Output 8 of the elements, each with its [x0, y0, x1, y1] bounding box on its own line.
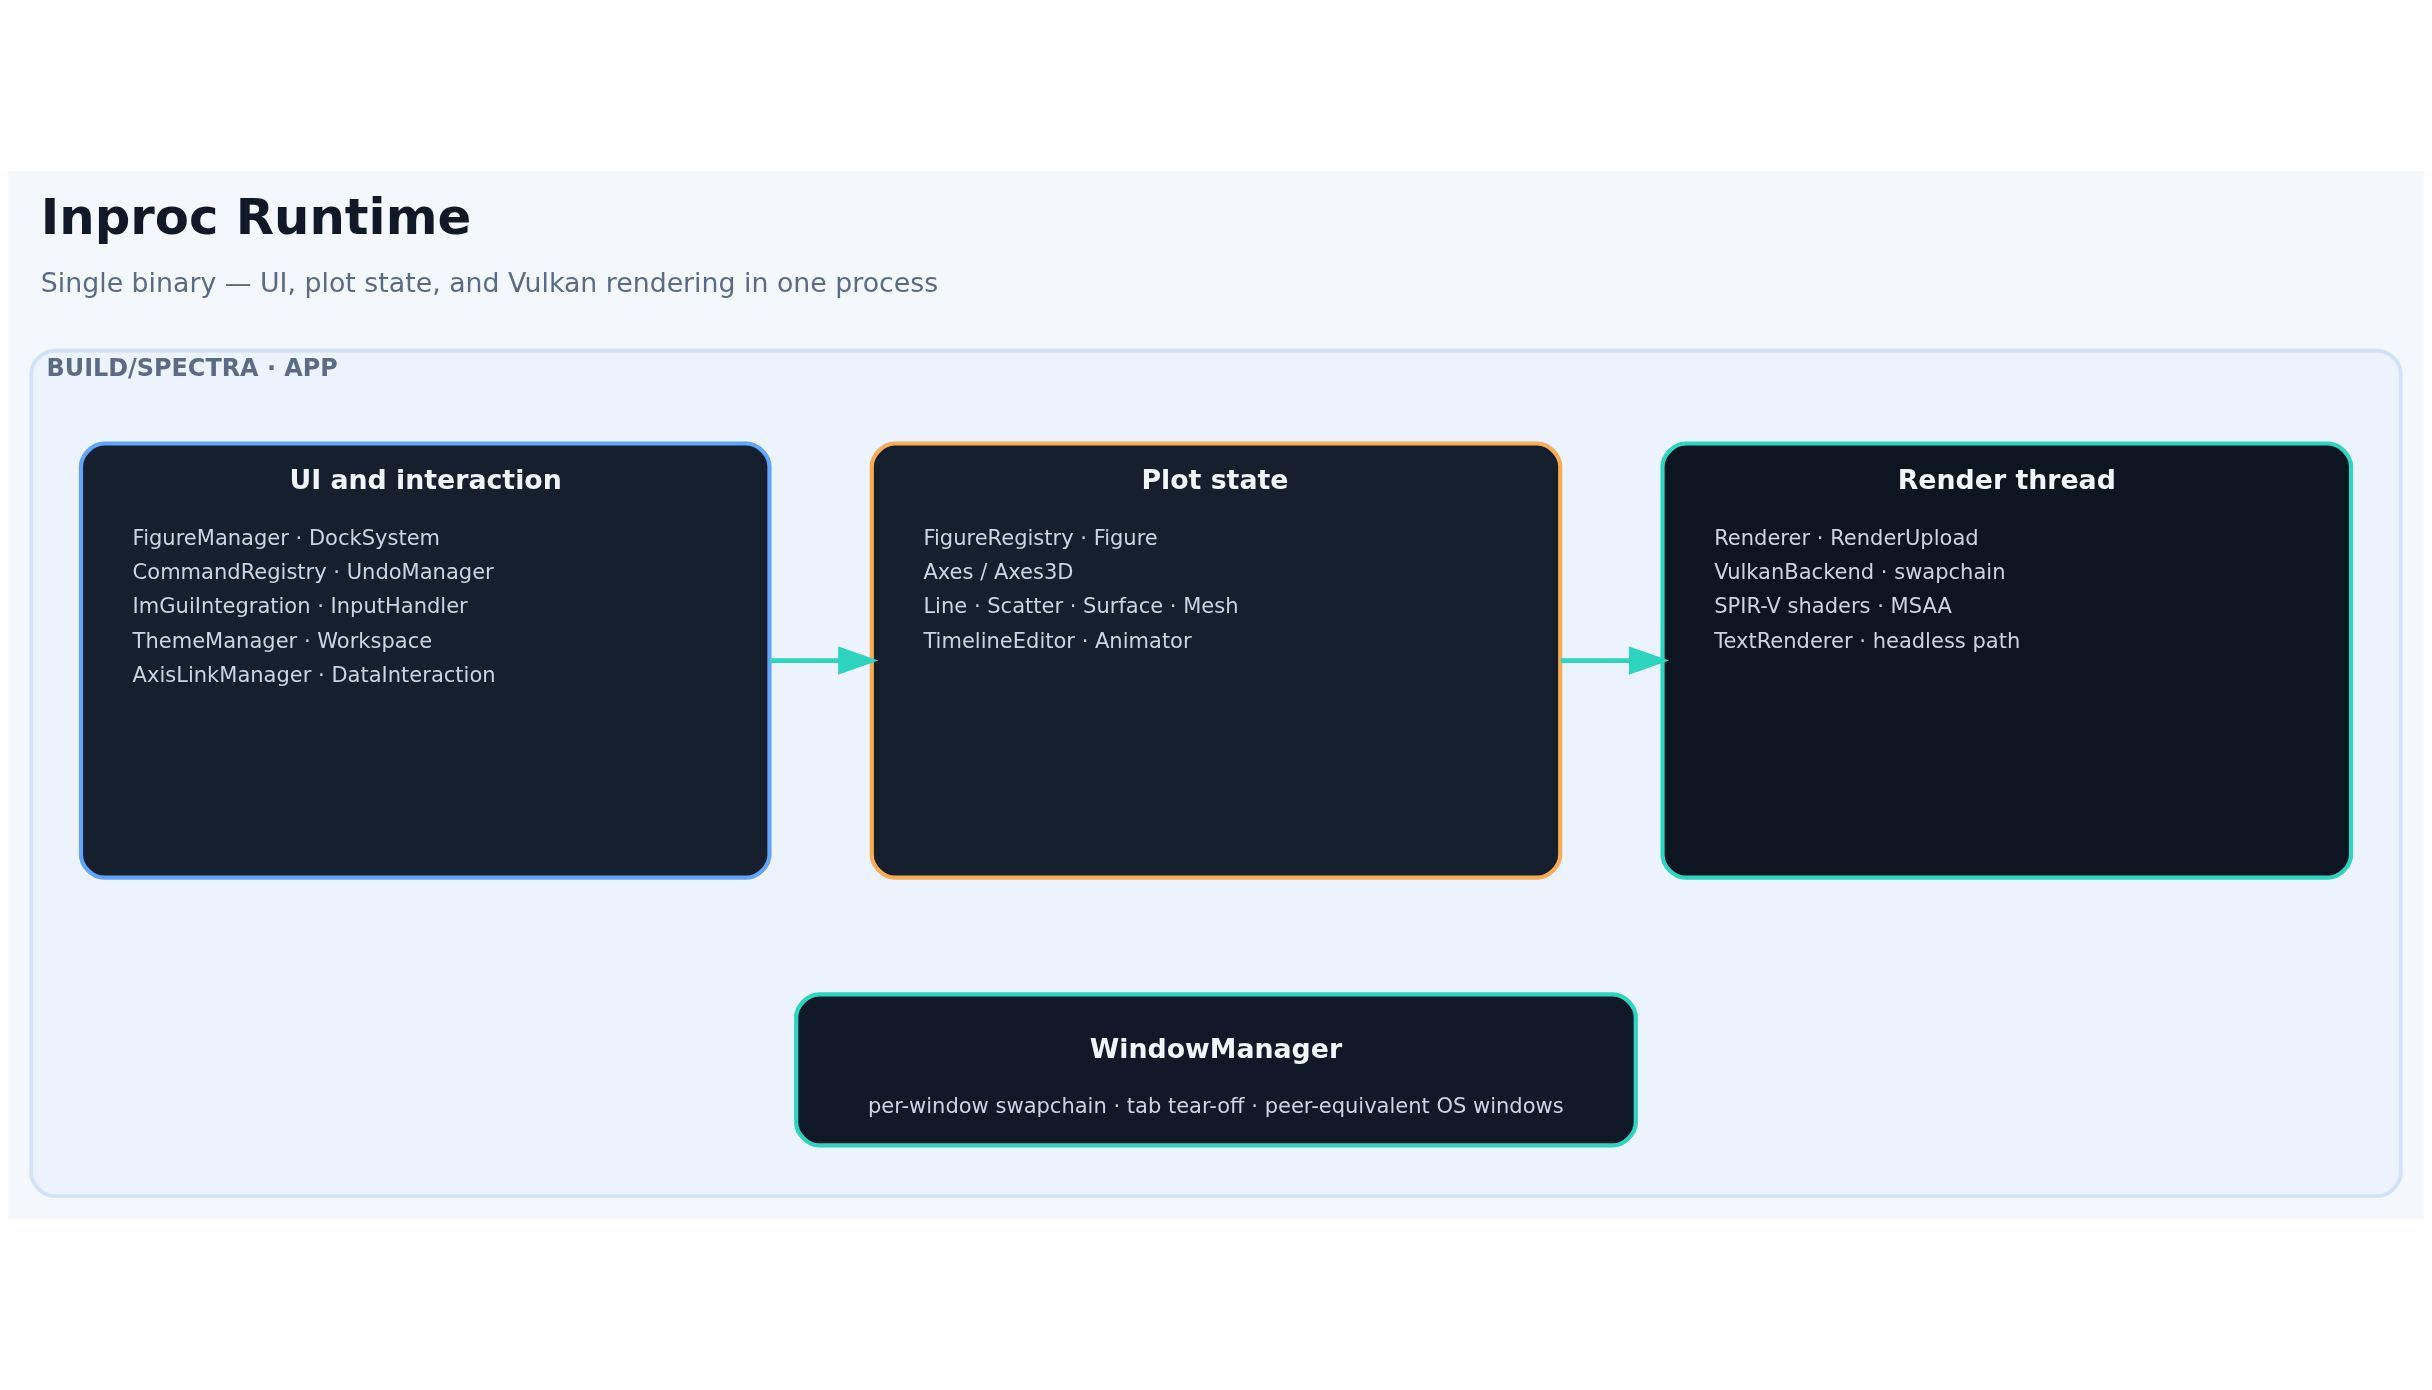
node-box: WindowManager per-window swapchain · tab tear-off · peer-equivalent OS windows	[794, 992, 1638, 1148]
arrow	[1560, 646, 1670, 675]
arrow	[770, 646, 879, 675]
node-box: UI and interaction FigureManager · DockSystem CommandRegistry · UndoManager ImGuiIntegration · InputHandler ThemeManager · Workspace AxisLinkManager · DataInteraction	[78, 441, 772, 880]
diagram-title: Inproc Runtime	[40, 187, 472, 246]
caption: Single binary — UI, plot state, and Vulkan rendering in one process	[40, 266, 939, 298]
node-box: Plot state FigureRegistry · Figure Axes / Axes3D Line · Scatter · Surface · Mesh TimelineEditor · Animator	[869, 441, 1563, 880]
node-box: Render thread Renderer · RenderUpload VulkanBackend · swapchain SPIR-V shaders · MSAA TextRenderer · headless path	[1660, 441, 2354, 880]
